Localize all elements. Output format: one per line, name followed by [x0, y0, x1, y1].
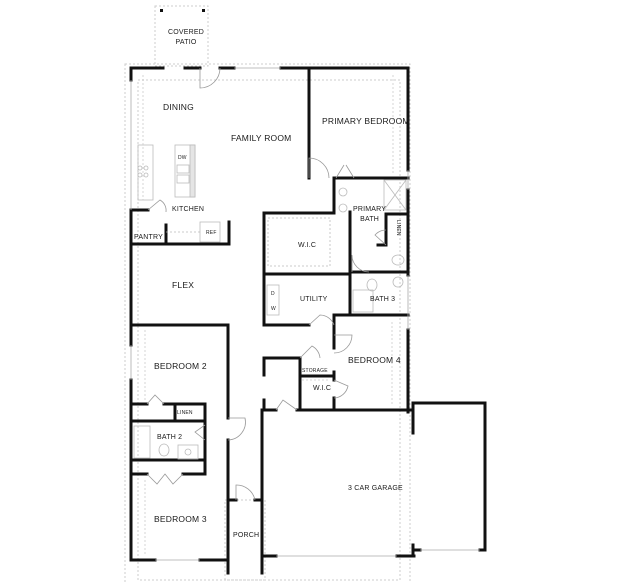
dishwasher-label: DW	[178, 155, 187, 161]
door-swings	[146, 67, 387, 501]
closet-rods	[142, 75, 400, 556]
walls	[129, 66, 487, 575]
room-label-primary-bedroom: PRIMARY BEDROOM	[322, 116, 410, 126]
room-label-hall-linen: LINEN	[177, 410, 193, 416]
room-label-primary-wic: W.I.C	[298, 242, 317, 249]
room-label-pantry: PANTRY	[134, 234, 163, 241]
room-label-bedroom4-wic: W.I.C	[313, 385, 332, 392]
room-label-covered-patio: COVERED PATIO	[168, 28, 204, 48]
room-label-dining: DINING	[163, 102, 194, 112]
covered-patio-posts	[160, 9, 205, 12]
room-label-bedroom-2: BEDROOM 2	[154, 361, 207, 371]
primary-bath-line2: BATH	[360, 216, 380, 223]
primary-bath-line1: PRIMARY	[353, 206, 387, 213]
room-label-bedroom-4: BEDROOM 4	[348, 355, 401, 365]
kitchen-fixtures	[133, 144, 407, 460]
windows	[130, 67, 480, 561]
refrigerator-label: REF	[206, 230, 217, 236]
covered-patio-line2: PATIO	[175, 39, 197, 46]
room-label-storage: STORAGE	[302, 368, 328, 374]
washer-label: W	[271, 306, 276, 312]
room-label-utility: UTILITY	[300, 296, 328, 303]
exterior-outline	[124, 5, 411, 582]
room-label-flex: FLEX	[172, 280, 195, 290]
room-label-bath-3: BATH 3	[370, 296, 396, 303]
room-label-family-room: FAMILY ROOM	[231, 133, 292, 143]
room-label-bath-2: BATH 2	[157, 434, 183, 441]
room-label-primary-bath: PRIMARY BATH	[353, 205, 386, 225]
room-label-porch: PORCH	[233, 532, 260, 539]
room-label-bedroom-3: BEDROOM 3	[154, 514, 207, 524]
covered-patio-line1: COVERED	[168, 29, 205, 36]
room-label-primary-linen: LINEN	[395, 220, 401, 236]
room-label-garage: 3 CAR GARAGE	[348, 485, 403, 492]
room-label-kitchen: KITCHEN	[172, 206, 205, 213]
dryer-label: D	[271, 291, 275, 297]
